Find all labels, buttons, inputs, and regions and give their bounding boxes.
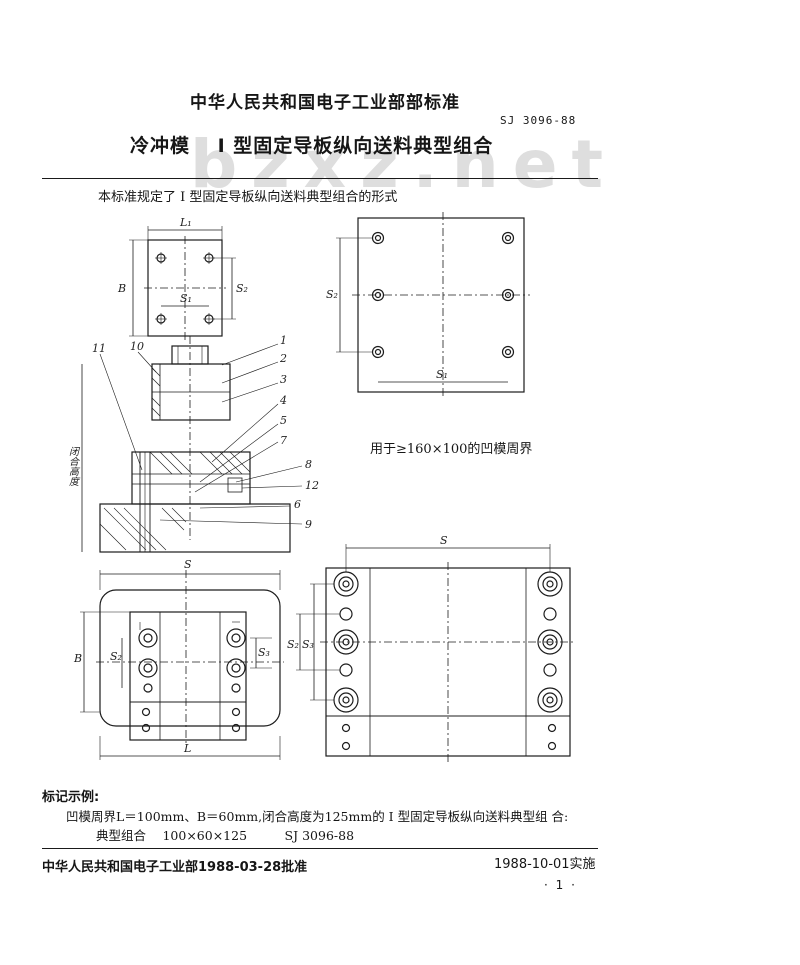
label-plan-s: S [184,558,192,571]
title-rule [42,178,598,179]
part-7: 7 [280,434,287,447]
footer-rule [42,848,598,849]
example-heading: 标记示例: [42,790,100,805]
label-big-s: S [440,534,448,547]
example-line-1: 凹模周界L＝100mm、B＝60mm,闭合高度为125mm的 I 型固定导板纵向… [66,809,569,824]
intro-text: 本标准规定了 I 型固定导板纵向送料典型组合的形式 [98,190,398,205]
part-12: 12 [305,479,319,492]
standard-code: SJ 3096-88 [500,114,577,127]
label-big-s3: S₃ [302,638,314,651]
label-l1: L₁ [179,216,192,229]
part-1: 1 [280,334,287,347]
label-s1: S₁ [180,292,192,305]
part-11: 11 [92,342,106,355]
label-plan-s2: S₂ [110,650,122,663]
part-9: 9 [305,518,312,531]
part-5: 5 [280,414,287,427]
part-8: 8 [305,458,312,471]
part-2: 2 [279,352,287,365]
example-line-2: 典型组合 100×60×125 SJ 3096-88 [96,828,355,843]
label-closed-height: 闭合高度 [67,446,79,486]
part-10: 10 [130,340,144,353]
right-top-plan-view [336,212,530,398]
page-number: · 1 · [544,878,577,892]
effective-date: 1988-10-01实施 [494,857,596,872]
label-plan-b: B [73,652,82,665]
document-title: 冷冲模 I 型固定导板纵向送料典型组合 [130,135,494,157]
part-4: 4 [279,394,287,407]
label-big-s2: S₂ [287,638,299,651]
label-s2: S₂ [236,282,248,295]
right-view-caption: 用于≥160×100的凹模周界 [370,442,533,457]
label-right-s2: S₂ [326,288,338,301]
label-plan-s3: S₃ [258,646,270,659]
organization-header: 中华人民共和国电子工业部部标准 [190,93,460,113]
bottom-left-plan-view [80,570,284,760]
part-6: 6 [294,498,301,511]
side-section-view [81,336,303,553]
label-b: B [117,282,126,295]
top-left-plan-view [129,226,236,340]
approval-text: 中华人民共和国电子工业部1988-03-28批准 [42,860,308,875]
label-right-s1: S₁ [436,368,448,381]
label-plan-l: L [183,742,191,755]
bottom-right-plan-view [296,544,576,762]
part-3: 3 [280,373,287,386]
watermark: bzxz.net [190,126,618,203]
